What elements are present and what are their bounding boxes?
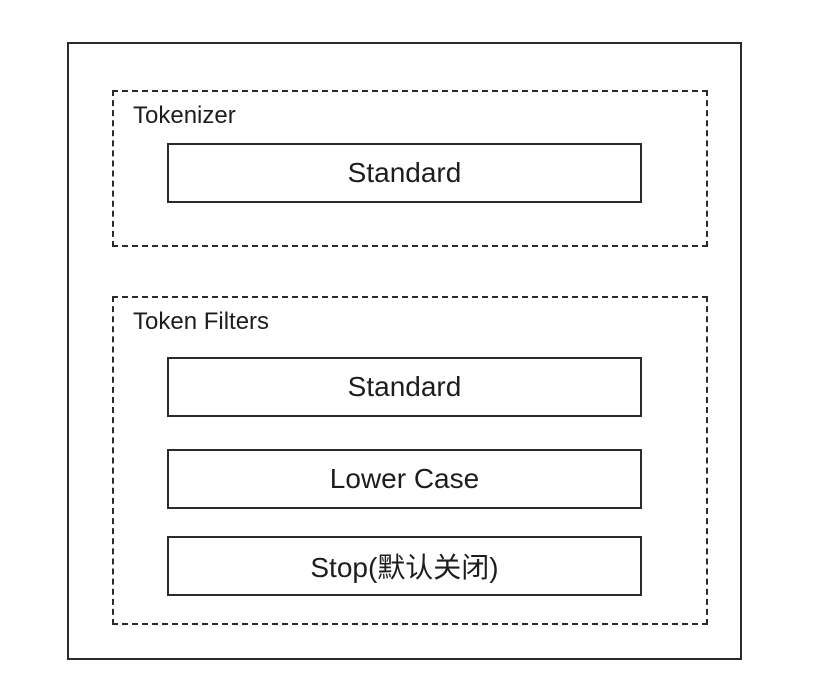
token-filters-group-box: Token Filters Standard Lower Case Stop(默… bbox=[112, 296, 708, 625]
analyzer-outer-frame: Tokenizer Standard Token Filters Standar… bbox=[67, 42, 742, 660]
token-filter-stop-box: Stop(默认关闭) bbox=[167, 536, 642, 596]
token-filters-group-label: Token Filters bbox=[133, 308, 270, 335]
tokenizer-group-label: Tokenizer bbox=[133, 102, 236, 129]
tokenizer-standard-label: Standard bbox=[347, 157, 462, 188]
token-filter-lowercase-box: Lower Case bbox=[167, 449, 642, 509]
token-filter-standard-box: Standard bbox=[167, 357, 642, 417]
tokenizer-standard-box: Standard bbox=[167, 143, 642, 203]
token-filter-stop-label: Stop(默认关闭) bbox=[310, 552, 499, 583]
token-filter-lowercase-label: Lower Case bbox=[329, 463, 480, 494]
token-filter-standard-label: Standard bbox=[347, 371, 462, 402]
tokenizer-group-box: Tokenizer Standard bbox=[112, 90, 708, 247]
